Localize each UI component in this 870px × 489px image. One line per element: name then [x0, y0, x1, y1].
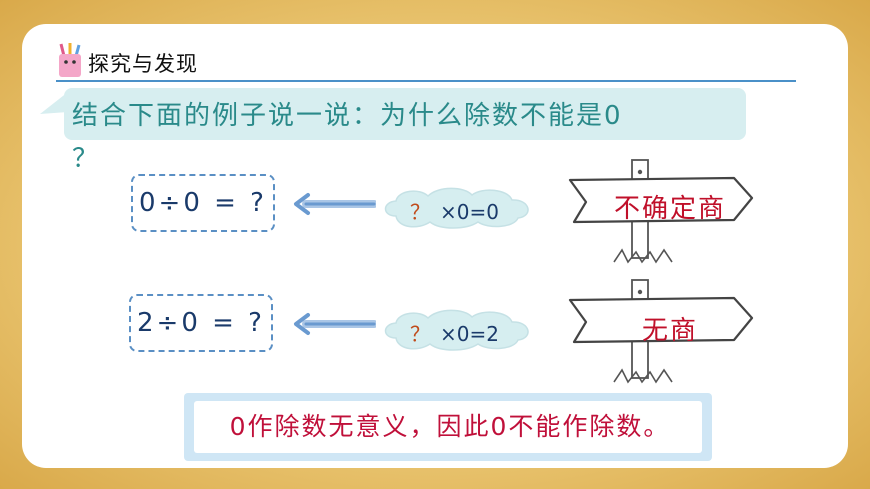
cloud-expression-1: ？ ×0=0 — [410, 196, 499, 225]
question-box — [64, 88, 746, 140]
section-header: 探究与发现 — [56, 42, 796, 82]
cloud-expression-2: ？ ×0=2 — [410, 318, 499, 347]
unknown-mark: ？ — [410, 200, 430, 224]
equation-box-1: 0÷0 = ? — [131, 174, 275, 232]
conclusion-panel — [194, 401, 702, 453]
speech-pointer — [40, 92, 68, 114]
cloud-shape — [384, 309, 529, 351]
header-divider — [56, 80, 796, 82]
signpost-icon — [568, 279, 754, 384]
conclusion-text: 0作除数无意义，因此0不能作除数。 — [229, 412, 671, 441]
cloud-expr: ×0=2 — [440, 322, 499, 346]
unknown-mark: ？ — [410, 322, 430, 346]
question-text-wrap: ？ — [72, 144, 99, 174]
sign-label-2: 无商 — [641, 316, 698, 346]
equation-box-2: 2÷0 = ? — [129, 294, 273, 352]
pencil-cup-icon — [59, 43, 81, 77]
section-title: 探究与发现 — [88, 52, 198, 76]
signpost-icon — [568, 159, 754, 264]
sign-label-1: 不确定商 — [613, 194, 726, 224]
left-arrow-icon — [294, 193, 376, 215]
cloud-shape — [384, 187, 529, 229]
left-arrow-icon — [294, 313, 376, 335]
question-text: 结合下面的例子说一说：为什么除数不能是0 — [72, 101, 623, 131]
cloud-expr: ×0=0 — [440, 200, 499, 224]
